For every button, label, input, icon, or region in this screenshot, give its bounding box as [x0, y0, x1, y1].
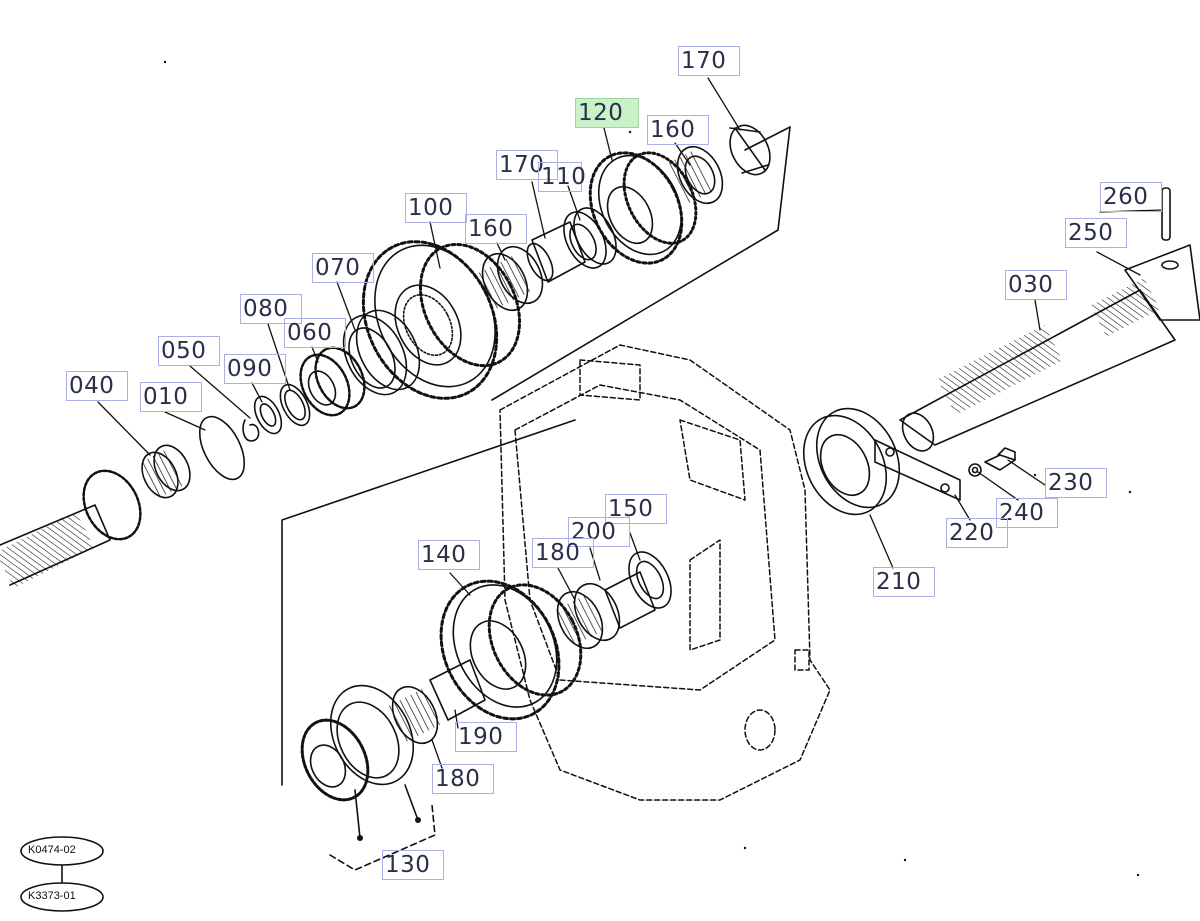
- sleeve-190: [429, 659, 486, 721]
- callout-090[interactable]: 090: [224, 354, 286, 384]
- reference-code-upper: K0474-02: [28, 844, 76, 856]
- callout-260[interactable]: 260: [1100, 182, 1162, 212]
- gear-140: [439, 579, 583, 721]
- bearing-180-lower: [388, 685, 442, 745]
- callout-140[interactable]: 140: [418, 540, 480, 570]
- circlip-010: [198, 415, 246, 481]
- callout-040[interactable]: 040: [66, 371, 128, 401]
- callout-070[interactable]: 070: [312, 253, 374, 283]
- callout-100[interactable]: 100: [405, 193, 467, 223]
- reference-code-lower: K3373-01: [28, 890, 76, 902]
- callout-160-top[interactable]: 160: [647, 115, 709, 145]
- transmission-housing: [499, 344, 831, 801]
- callout-170-mid[interactable]: 170: [496, 150, 558, 180]
- callout-170-top[interactable]: 170: [678, 46, 740, 76]
- plate-220: [874, 439, 961, 501]
- leader-lines: [97, 77, 1163, 769]
- callout-240[interactable]: 240: [996, 498, 1058, 528]
- input-shaft-left: [0, 469, 142, 589]
- sleeve-200: [604, 571, 656, 629]
- callout-220[interactable]: 220: [946, 518, 1008, 548]
- callout-130[interactable]: 130: [382, 850, 444, 880]
- collar-110: [563, 207, 617, 269]
- upper-plane-outline: [491, 126, 791, 401]
- reference-ovals: [20, 836, 104, 912]
- ring-080: [279, 383, 311, 427]
- callout-050[interactable]: 050: [158, 336, 220, 366]
- pin-260: [1161, 187, 1171, 241]
- callout-190[interactable]: 190: [455, 722, 517, 752]
- callout-200[interactable]: 200: [568, 517, 630, 547]
- bearing-180-upper: [553, 582, 621, 650]
- stray-dots: [163, 60, 1140, 877]
- callout-230[interactable]: 230: [1045, 468, 1107, 498]
- bolt-230: [984, 447, 1016, 471]
- clip-050: [242, 419, 260, 442]
- callout-030[interactable]: 030: [1005, 270, 1067, 300]
- callout-210[interactable]: 210: [873, 567, 935, 597]
- sleeve-250: [1124, 244, 1200, 321]
- bearing-210: [802, 407, 901, 516]
- callout-180-upper[interactable]: 180: [532, 538, 594, 568]
- shaft-030: [899, 278, 1176, 452]
- callout-250[interactable]: 250: [1065, 218, 1127, 248]
- hub-130: [300, 684, 415, 802]
- callout-110[interactable]: 110: [538, 162, 586, 192]
- ring-070: [342, 309, 421, 396]
- ring-150: [628, 551, 672, 609]
- callout-080[interactable]: 080: [240, 294, 302, 324]
- callout-180-lower[interactable]: 180: [432, 764, 494, 794]
- bearing-170-right: [729, 124, 771, 176]
- callout-060[interactable]: 060: [284, 318, 346, 348]
- callout-160-mid[interactable]: 160: [465, 214, 527, 244]
- callout-010[interactable]: 010: [140, 382, 202, 412]
- callout-120[interactable]: 120: [575, 98, 639, 128]
- washer-240: [968, 463, 982, 477]
- lower-plane-outline: [281, 419, 576, 786]
- sleeve-170-mid: [526, 221, 586, 283]
- gear-060: [299, 346, 366, 417]
